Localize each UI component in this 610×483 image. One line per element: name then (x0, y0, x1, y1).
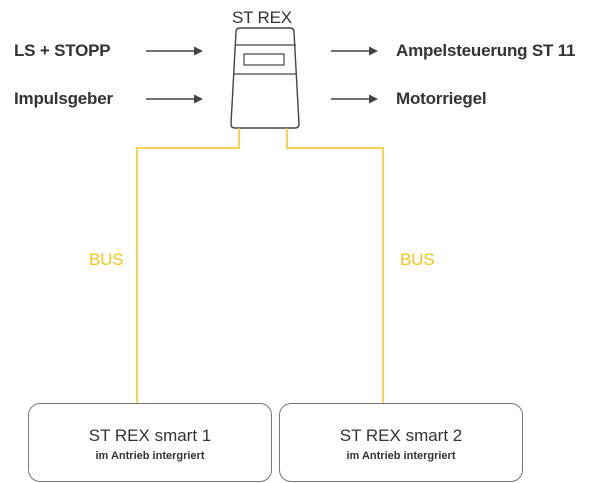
bus-line-1 (136, 128, 240, 403)
input-arrow-impulsgeber (146, 94, 203, 104)
output-label-ampelsteuerung: Ampelsteuerung ST 11 (396, 41, 576, 60)
module-name: ST REX smart 1 (88, 426, 212, 445)
input-arrow-ls-stopp (146, 46, 203, 56)
module-subtitle: im Antrieb intergriert (346, 450, 456, 462)
input-label-impulsgeber: Impulsgeber (14, 89, 113, 108)
bus-label-right: BUS (400, 250, 435, 269)
module-box-smart-1: ST REX smart 1 im Antrieb intergriert (28, 403, 272, 482)
output-arrow-motorriegel (331, 94, 378, 104)
output-label-motorriegel: Motorriegel (396, 89, 487, 108)
output-arrow-ampelsteuerung (331, 46, 378, 56)
module-name: ST REX smart 2 (339, 426, 463, 445)
input-label-ls-stopp: LS + STOPP (14, 41, 111, 60)
bus-line-2 (286, 128, 384, 403)
bus-label-left: BUS (89, 250, 124, 269)
device-title: ST REX (232, 8, 292, 27)
st-rex-device-icon (230, 27, 300, 129)
module-box-smart-2: ST REX smart 2 im Antrieb intergriert (279, 403, 523, 482)
module-subtitle: im Antrieb intergriert (95, 450, 205, 462)
